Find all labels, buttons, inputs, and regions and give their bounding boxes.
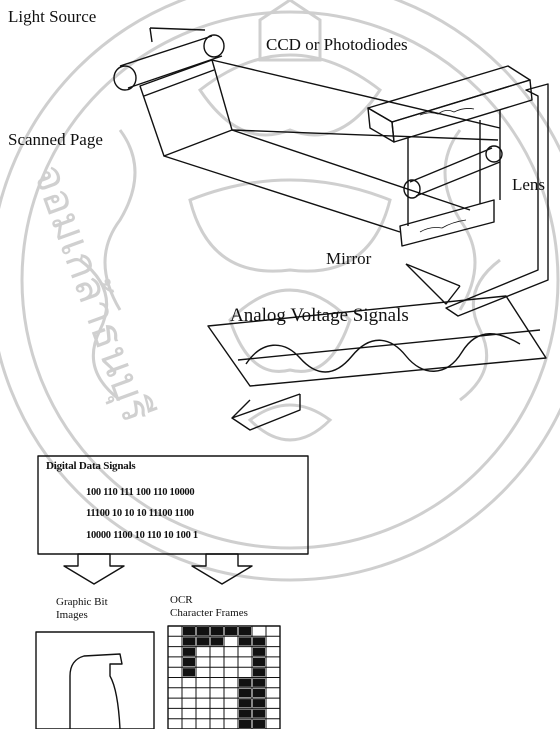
- output-arrow: [406, 84, 548, 316]
- bit-row-2: 11100 10 10 10 11100 1100: [86, 508, 194, 519]
- ocr-filled-cell: [183, 648, 195, 656]
- ocr-filled-cell: [239, 709, 251, 717]
- ocr-filled-cell: [253, 637, 265, 645]
- graphic-bit-label-line2: Images: [56, 609, 88, 621]
- lens-label: Lens: [512, 176, 545, 193]
- ccd-array: [368, 66, 532, 142]
- ocr-filled-cell: [183, 637, 195, 645]
- ocr-filled-cell: [253, 709, 265, 717]
- mirror: [400, 200, 494, 246]
- ocr-filled-cell: [253, 720, 265, 728]
- ocr-filled-cell: [253, 679, 265, 687]
- ocr-filled-cell: [197, 637, 209, 645]
- mirror-label: Mirror: [326, 250, 371, 267]
- ocr-filled-cell: [239, 699, 251, 707]
- lens: [404, 146, 502, 198]
- ocr-filled-cell: [239, 689, 251, 697]
- ocr-filled-cell: [183, 668, 195, 676]
- analog-signal-label: Analog Voltage Signals: [230, 306, 409, 325]
- scanned-page: [140, 60, 232, 156]
- ocr-filled-cell: [183, 658, 195, 666]
- ocr-filled-cell: [211, 627, 223, 635]
- ocr-label-line2: Character Frames: [170, 607, 248, 619]
- ocr-filled-cell: [211, 637, 223, 645]
- ocr-filled-cell: [183, 627, 195, 635]
- ocr-filled-cell: [253, 668, 265, 676]
- ocr-filled-cell: [225, 627, 237, 635]
- ocr-filled-cell: [239, 679, 251, 687]
- light-path: [164, 60, 500, 232]
- bit-row-3: 10000 1100 10 110 10 100 1: [86, 530, 198, 541]
- ocr-filled-cell: [253, 658, 265, 666]
- digital-data-title: Digital Data Signals: [46, 461, 136, 472]
- bit-row-1: 100 110 111 100 110 10000: [86, 487, 194, 498]
- ocr-arrow: [192, 554, 252, 584]
- ocr-filled-cell: [239, 627, 251, 635]
- ocr-label-line1: OCR: [170, 594, 193, 606]
- ocr-character-grid: [168, 626, 280, 729]
- ocr-filled-cell: [239, 637, 251, 645]
- graphic-bit-image: [36, 632, 154, 729]
- ocr-filled-cell: [253, 689, 265, 697]
- ocr-filled-cell: [197, 627, 209, 635]
- scanned-page-label: Scanned Page: [8, 131, 103, 148]
- ocr-filled-cell: [253, 699, 265, 707]
- ocr-filled-cell: [239, 720, 251, 728]
- graphic-arrow: [64, 554, 124, 584]
- ccd-label: CCD or Photodiodes: [266, 36, 408, 53]
- light-source-lamp: [114, 28, 224, 90]
- light-source-label: Light Source: [8, 8, 96, 25]
- ocr-filled-cell: [253, 648, 265, 656]
- diagonal-arrow: [232, 394, 300, 430]
- graphic-bit-label-line1: Graphic Bit: [56, 596, 108, 608]
